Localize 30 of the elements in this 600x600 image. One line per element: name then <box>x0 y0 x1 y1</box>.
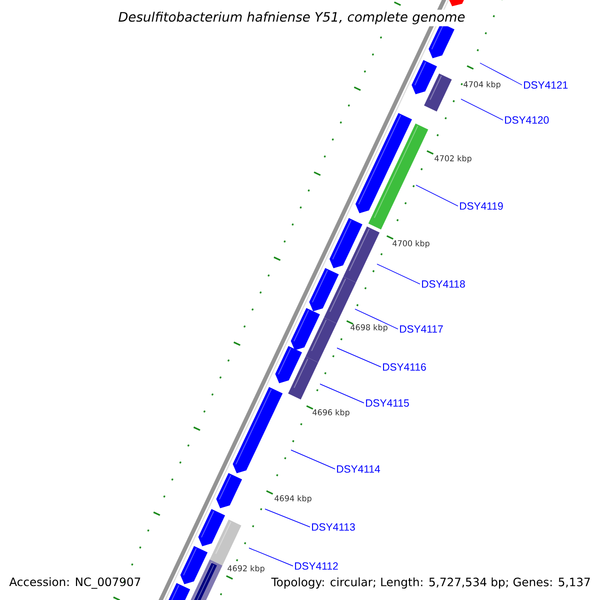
gene-label: DSY4118 <box>422 280 465 288</box>
leader-line <box>248 548 294 566</box>
tick-label: 4694 kbp <box>274 495 312 503</box>
tick-label: 4704 kbp <box>464 81 500 89</box>
gene-label: DSY4117 <box>400 325 443 333</box>
leader-line <box>460 98 504 120</box>
gene-label: DSY4113 <box>312 523 355 531</box>
gene-label: DSY4121 <box>524 81 568 89</box>
title: Desulfitobacterium hafniense Y51, complete genome <box>116 10 468 26</box>
tick-label: 4698 kbp <box>350 324 388 332</box>
accession-text: Accession: NC_007907 <box>9 577 140 589</box>
leader-line <box>480 62 522 86</box>
tick-label: 4702 kbp <box>434 155 472 163</box>
leader-line <box>336 348 382 368</box>
leader-line <box>290 450 336 470</box>
leader-line <box>354 308 398 330</box>
gene-label: DSY4120 <box>505 116 549 124</box>
tick-label: 4700 kbp <box>392 240 430 248</box>
gene-label: DSY4112 <box>295 562 338 570</box>
gene-label: DSY4116 <box>383 363 426 371</box>
leader-line <box>416 184 458 206</box>
leader-line <box>320 384 364 404</box>
gene-label: DSY4119 <box>460 202 503 210</box>
topology-text: Topology: circular; Length: 5,727,534 bp; Genes: 5,137 <box>271 577 590 589</box>
gene-label: DSY4115 <box>366 399 409 407</box>
tick-label: 4696 kbp <box>312 409 350 417</box>
leader-line <box>264 508 310 528</box>
gene-label: DSY4114 <box>337 465 380 473</box>
leader-line <box>376 264 420 284</box>
tick-label: 4692 kbp <box>228 565 264 573</box>
